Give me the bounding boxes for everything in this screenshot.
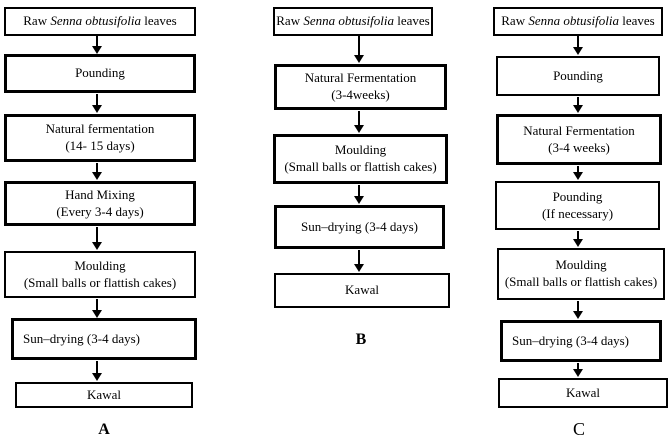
arrow-down-icon <box>91 36 103 54</box>
step-label: Natural Fermentation <box>304 70 417 86</box>
step-sublabel: (14- 15 days) <box>65 138 135 153</box>
arrow-down-icon <box>91 94 103 113</box>
step-label: Sun–drying (3-4 days) <box>23 330 140 346</box>
arrow-down-icon <box>572 97 584 113</box>
step-label: Pounding <box>552 188 603 204</box>
text-raw: Raw <box>276 13 304 29</box>
flowchart-a-box-kawal: Kawal <box>15 382 193 408</box>
arrow-down-icon <box>572 36 584 55</box>
step-label: Natural fermentation <box>45 121 155 137</box>
flowchart-b-box-moulding: Moulding (Small balls or flattish cakes) <box>273 134 448 184</box>
arrow-down-icon <box>353 36 365 63</box>
step-sublabel: (Small balls or flattish cakes) <box>284 159 437 174</box>
flowchart-c-box-sun-drying: Sun–drying (3-4 days) <box>500 320 662 362</box>
step-label: Natural Fermentation <box>523 122 635 138</box>
arrow-down-icon <box>353 250 365 272</box>
step-sublabel: (3-4 weeks) <box>548 139 610 155</box>
text-raw: Raw <box>23 13 51 29</box>
text-leaves: leaves <box>141 13 177 29</box>
step-label: Pounding <box>75 65 125 81</box>
step-sublabel: (Small balls or flattish cakes) <box>23 274 177 290</box>
step-label: Moulding <box>74 257 126 273</box>
arrow-down-icon <box>91 163 103 180</box>
box-text: Raw Senna obtusifolia leaves <box>276 13 429 30</box>
step-label: Kawal <box>345 282 379 298</box>
flowchart-c-label: C <box>572 419 586 439</box>
arrow-down-icon <box>353 185 365 204</box>
arrow-down-icon <box>91 361 103 381</box>
arrow-down-icon <box>353 111 365 133</box>
arrow-down-icon <box>91 227 103 250</box>
flowchart-a-box-moulding: Moulding (Small balls or flattish cakes) <box>4 251 196 298</box>
flowchart-b-box-kawal: Kawal <box>274 273 450 308</box>
flowchart-c-box-pounding: Pounding <box>496 56 660 96</box>
flowchart-a-box-sun-drying: Sun–drying (3-4 days) <box>11 318 197 360</box>
step-label: Sun–drying (3-4 days) <box>512 332 629 348</box>
arrow-down-icon <box>91 299 103 318</box>
text-leaves: leaves <box>394 13 430 29</box>
species-name: Senna obtusifolia <box>528 13 619 29</box>
step-label: Pounding <box>553 67 603 83</box>
arrow-down-icon <box>572 363 584 377</box>
flowchart-a-box-raw-leaves: Raw Senna obtusifolia leaves <box>4 7 196 36</box>
arrow-down-icon <box>572 166 584 180</box>
text-leaves: leaves <box>619 13 655 29</box>
step-label: Kawal <box>87 386 121 402</box>
step-sublabel: (Small balls or flattish cakes) <box>504 274 658 289</box>
flowchart-b-box-natural-fermentation: Natural Fermentation (3-4weeks) <box>274 64 447 110</box>
step-sublabel: (If necessary) <box>541 205 614 221</box>
step-label: Moulding <box>334 142 387 158</box>
flowchart-a-label: A <box>98 421 110 438</box>
flowchart-b-label: B <box>355 331 367 348</box>
flowchart-c-box-pounding-if-necessary: Pounding (If necessary) <box>495 181 660 230</box>
step-label: Moulding <box>555 257 607 273</box>
text-raw: Raw <box>501 13 529 29</box>
flowchart-c-box-raw-leaves: Raw Senna obtusifolia leaves <box>493 7 663 36</box>
flowchart-b-box-sun-drying: Sun–drying (3-4 days) <box>274 205 445 249</box>
flowchart-c-box-kawal: Kawal <box>498 378 668 408</box>
box-text: Raw Senna obtusifolia leaves <box>23 13 176 30</box>
flowchart-a-box-pounding: Pounding <box>4 54 196 93</box>
step-label: Hand Mixing <box>65 186 135 202</box>
flowchart-a-box-natural-fermentation: Natural fermentation (14- 15 days) <box>4 114 196 162</box>
arrow-down-icon <box>572 231 584 247</box>
step-label: Sun–drying (3-4 days) <box>301 218 418 234</box>
arrow-down-icon <box>572 301 584 319</box>
step-sublabel: (3-4weeks) <box>331 87 390 102</box>
box-text: Raw Senna obtusifolia leaves <box>501 13 654 30</box>
species-name: Senna obtusifolia <box>303 13 394 29</box>
step-sublabel: (Every 3-4 days) <box>56 203 144 219</box>
flowchart-a-box-hand-mixing: Hand Mixing (Every 3-4 days) <box>4 181 196 226</box>
step-label: Kawal <box>566 384 600 400</box>
flowchart-b-box-raw-leaves: Raw Senna obtusifolia leaves <box>273 7 433 36</box>
flowchart-c-box-natural-fermentation: Natural Fermentation (3-4 weeks) <box>496 114 662 165</box>
flowchart-c-box-moulding: Moulding (Small balls or flattish cakes) <box>497 248 665 300</box>
species-name: Senna obtusifolia <box>50 13 141 29</box>
